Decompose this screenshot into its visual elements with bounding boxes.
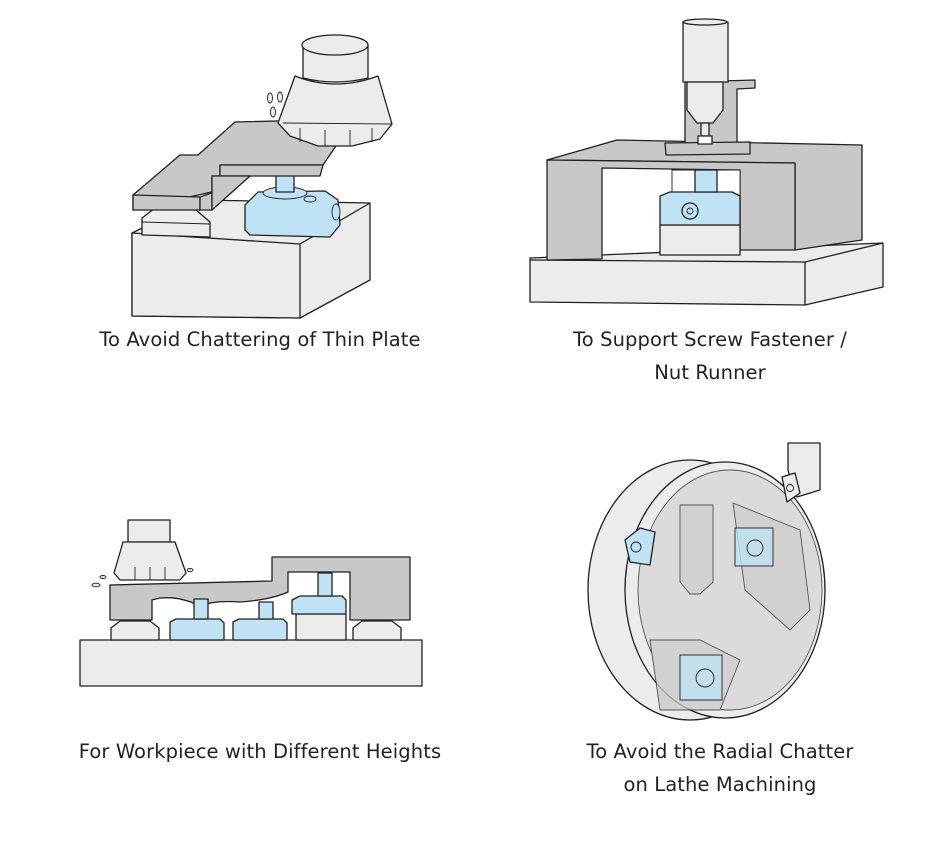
cutting-tool xyxy=(781,442,821,503)
caption-line: Nut Runner xyxy=(654,361,766,384)
milling-cutter xyxy=(113,519,187,581)
work-support-bottom xyxy=(679,654,723,701)
caption-line: For Workpiece with Different Heights xyxy=(78,740,442,763)
caption-line: on Lathe Machining xyxy=(623,773,817,796)
work-support-1 xyxy=(169,598,225,641)
caption-line: To Support Screw Fastener / xyxy=(573,328,847,351)
work-support xyxy=(244,171,341,238)
work-support xyxy=(659,169,741,256)
workpiece xyxy=(109,556,411,621)
caption-thin-plate: To Avoid Chattering of Thin Plate xyxy=(40,323,480,356)
caption-screw-fastener: To Support Screw Fastener / Nut Runner xyxy=(510,323,910,389)
milling-cutter xyxy=(277,34,393,147)
bridge-frame xyxy=(546,139,863,261)
chip-drops xyxy=(267,91,283,118)
base-plate xyxy=(529,242,884,306)
work-support-2 xyxy=(232,601,288,641)
chip-drops xyxy=(91,568,194,588)
chuck-jaws xyxy=(637,469,823,711)
rest-block xyxy=(141,207,211,238)
nut-runner xyxy=(682,18,729,145)
work-support-left xyxy=(624,527,656,566)
rest-block-left xyxy=(110,620,160,641)
caption-lathe: To Avoid the Radial Chatter on Lathe Mac… xyxy=(540,735,900,801)
caption-line: To Avoid the Radial Chatter xyxy=(586,740,854,763)
caption-different-heights: For Workpiece with Different Heights xyxy=(30,735,490,768)
base-block xyxy=(79,639,423,687)
work-support-3 xyxy=(291,572,347,641)
rest-block-right xyxy=(352,620,402,641)
caption-line: To Avoid Chattering of Thin Plate xyxy=(99,328,421,351)
work-support-right xyxy=(734,527,774,567)
